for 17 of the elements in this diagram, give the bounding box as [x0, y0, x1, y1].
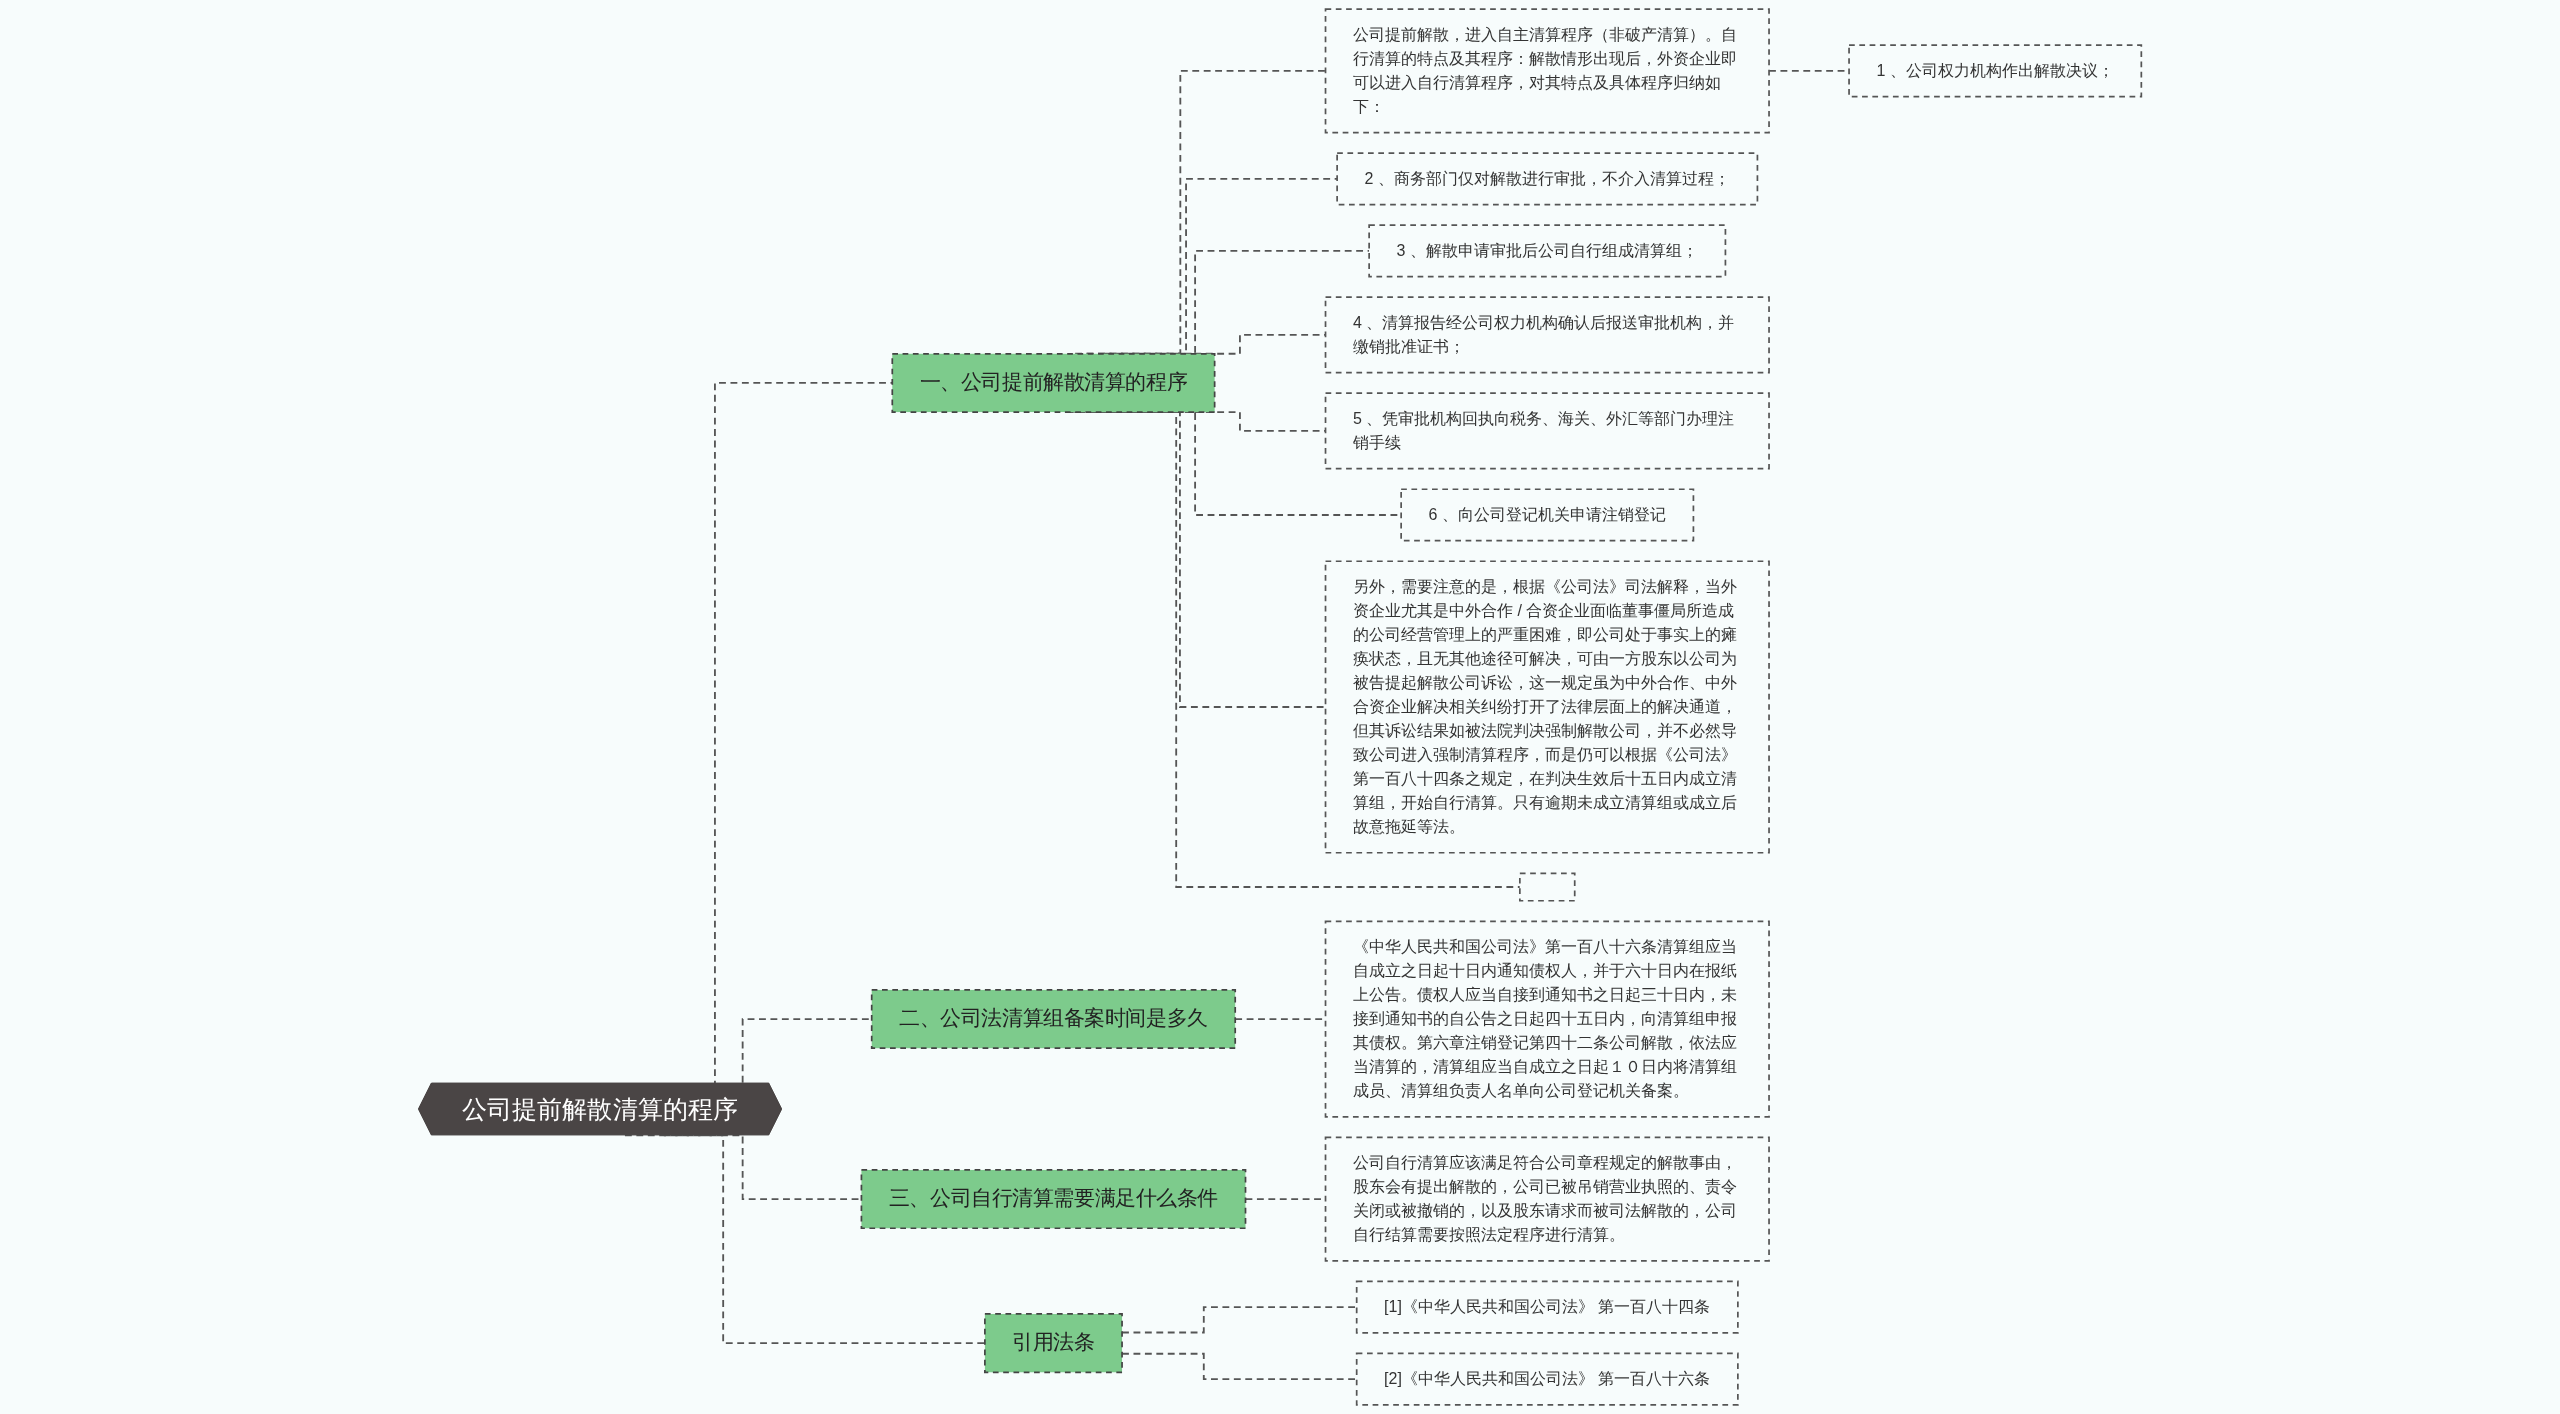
node-box: 二、公司法清算组备案时间是多久: [870, 989, 1237, 1050]
node-box: 2 、商务部门仅对解散进行审批，不介入清算过程；: [1336, 152, 1759, 206]
node-box: 1 、公司权力机构作出解散决议；: [1848, 44, 2143, 98]
node-box: 5 、凭审批机构回执向税务、海关、外汇等部门办理注销手续: [1324, 392, 1770, 470]
node-box: [1]《中华人民共和国公司法》 第一百八十四条: [1355, 1280, 1739, 1334]
node-box: 《中华人民共和国公司法》第一百八十六条清算组应当自成立之日起十日内通知债权人，并于六十日内在报纸上公告。债权人应当自接到通知书之日起三十日内，未接到通知书的自公告之日起四十五日内，向清算组申报其债权。第六章注销登记第四十二条公司解散，依法应当清算的，清算组应当自成立之日起１０日内将清算组成员、清算组负责人名单向公司登记机关备案。: [1324, 920, 1770, 1118]
node-box: 引用法条: [984, 1313, 1123, 1374]
node-box: 一、公司提前解散清算的程序: [891, 352, 1216, 413]
node-box: 公司提前解散，进入自主清算程序（非破产清算）。自行清算的特点及其程序：解散情形出现后，外资企业即可以进入自行清算程序，对其特点及具体程序归纳如下：: [1324, 8, 1770, 134]
node-box: 4 、清算报告经公司权力机构确认后报送审批机构，并缴销批准证书；: [1324, 296, 1770, 374]
node-box: [1519, 872, 1576, 902]
node-box: [2]《中华人民共和国公司法》 第一百八十六条: [1355, 1352, 1739, 1406]
node-box: 另外，需要注意的是，根据《公司法》司法解释，当外资企业尤其是中外合作 / 合资企业面临董事僵局所造成的公司经营管理上的严重困难，即公司处于事实上的瘫痪状态，且无其他途径可解决，可由一方股东以公司为被告提起解散公司诉讼，这一规定虽为中外合作、中外合资企业解决相关纠纷打开了法律层面上的解决通道，但其诉讼结果如被法院判决强制解散公司，并不必然导致公司进入强制清算程序，而是仍可以根据《公司法》第一百八十四条之规定，在判决生效后十五日内成立清算组，开始自行清算。只有逾期未成立清算组或成立后故意拖延等法。: [1324, 560, 1770, 854]
node-box: 3 、解散申请审批后公司自行组成清算组；: [1368, 224, 1727, 278]
node-box: 公司自行清算应该满足符合公司章程规定的解散事由，股东会有提出解散的，公司已被吊销营业执照的、责令关闭或被撤销的，以及股东请求而被司法解散的，公司自行结算需要按照法定程序进行清算。: [1324, 1136, 1770, 1262]
node-box: 6 、向公司登记机关申请注销登记: [1400, 488, 1695, 542]
node-box: 三、公司自行清算需要满足什么条件: [860, 1169, 1247, 1230]
